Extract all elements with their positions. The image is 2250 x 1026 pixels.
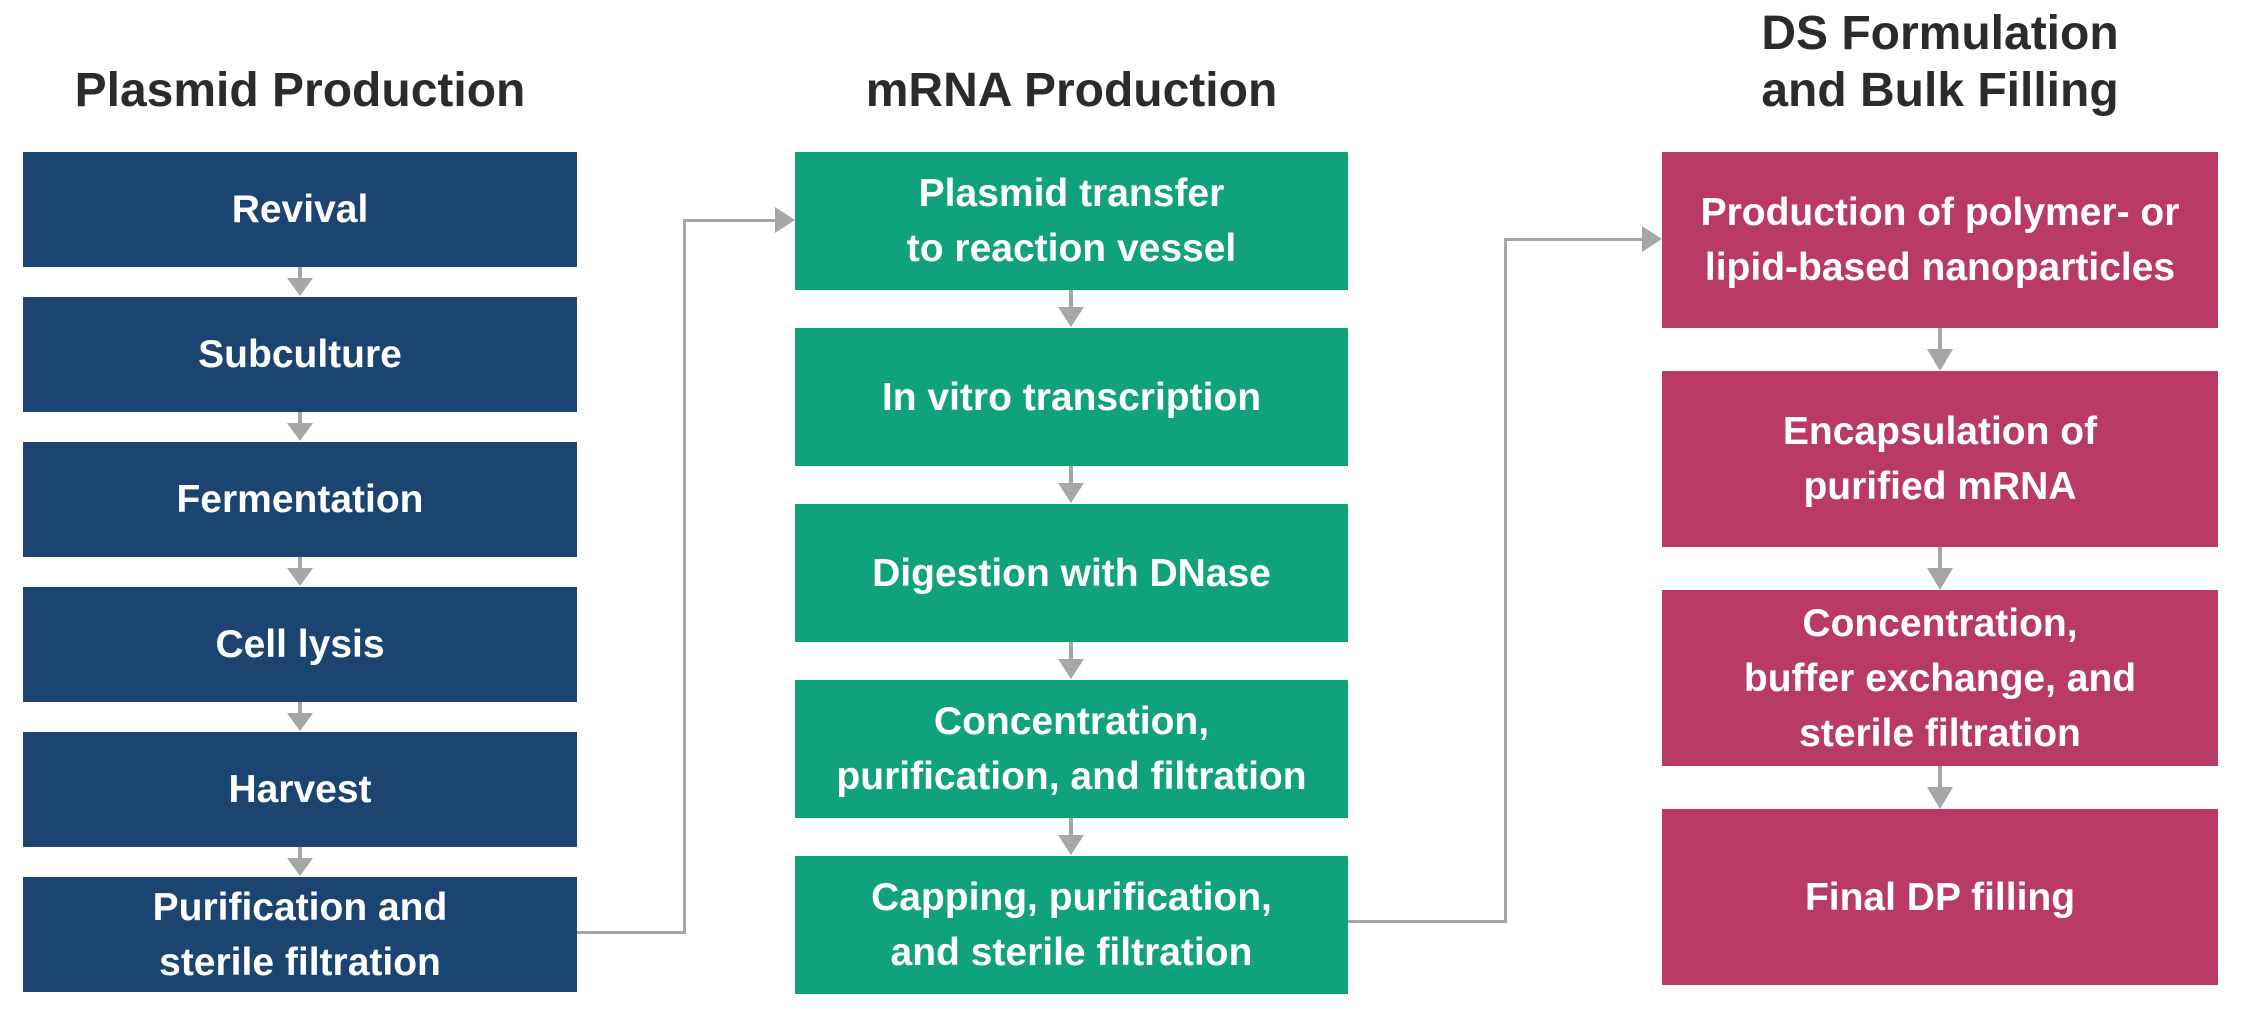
step-box-plasmid-transfer: Plasmid transfer to reaction vessel — [795, 152, 1348, 290]
step-box-fermentation: Fermentation — [23, 442, 577, 557]
step-box-nanoparticle-production: Production of polymer- or lipid-based na… — [1662, 152, 2218, 328]
connector-line — [683, 219, 686, 934]
step-box-encapsulation-purified-mrna: Encapsulation of purified mRNA — [1662, 371, 2218, 547]
column-title-mrna-production: mRNA Production — [865, 64, 1278, 117]
connector-line — [1504, 238, 1643, 241]
step-box-capping-purification-sterile-filtration: Capping, purification, and sterile filtr… — [795, 856, 1348, 994]
connector-line — [683, 219, 777, 222]
step-box-in-vitro-transcription: In vitro transcription — [795, 328, 1348, 466]
step-box-final-dp-filling: Final DP filling — [1662, 809, 2218, 985]
step-box-revival: Revival — [23, 152, 577, 267]
right-arrow-icon — [1642, 226, 1662, 252]
step-box-purification-sterile-filtration: Purification and sterile filtration — [23, 877, 577, 992]
step-box-harvest: Harvest — [23, 732, 577, 847]
connector-line — [577, 931, 686, 934]
step-box-concentration-purification-filtration: Concentration, purification, and filtrat… — [795, 680, 1348, 818]
step-box-concentration-buffer-exchange: Concentration, buffer exchange, and ster… — [1662, 590, 2218, 766]
step-box-cell-lysis: Cell lysis — [23, 587, 577, 702]
step-box-subculture: Subculture — [23, 297, 577, 412]
column-title-ds-formulation: DS Formulation and Bulk Filling — [1761, 7, 2119, 117]
right-arrow-icon — [775, 207, 795, 233]
column-title-plasmid-production: Plasmid Production — [74, 64, 526, 117]
connector-line — [1504, 238, 1507, 923]
connector-line — [1348, 920, 1507, 923]
step-box-digestion-dnase: Digestion with DNase — [795, 504, 1348, 642]
